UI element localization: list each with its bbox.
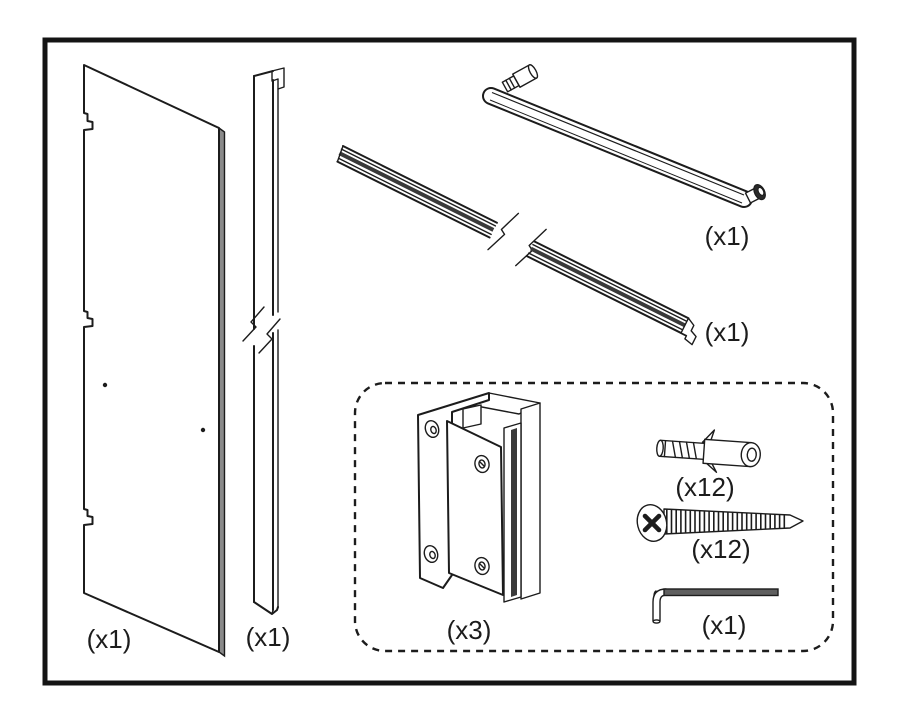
anchor-body <box>658 439 710 461</box>
glass-panel-label: (x1) <box>87 624 132 654</box>
wall-anchor-label: (x12) <box>675 472 734 502</box>
hex-key-label: (x1) <box>702 610 747 640</box>
break-mark <box>242 306 265 342</box>
towel-bar-post-right <box>744 184 766 204</box>
hinge-back-flange <box>520 402 541 600</box>
hinge-clamp-screw-top <box>474 454 490 474</box>
hardware-box <box>353 381 835 653</box>
wall-channel-label: (x1) <box>246 622 291 652</box>
towel-bar <box>482 64 766 208</box>
glass-panel <box>83 64 226 658</box>
hinge-label: (x3) <box>447 615 492 645</box>
rail-end-profile <box>680 317 697 346</box>
towel-bar-body <box>484 89 751 206</box>
towel-bar-lowlight <box>489 99 743 204</box>
screw <box>636 504 804 542</box>
rail-break <box>487 212 547 267</box>
hinge-wall-screw-bottom <box>423 544 439 564</box>
bottom-rail-label: (x1) <box>705 317 750 347</box>
phillips-icon <box>642 513 662 533</box>
bottom-rail <box>336 145 697 346</box>
channel-bottom-step <box>271 609 274 615</box>
towel-bar-highlight <box>491 91 745 196</box>
hinge <box>417 392 541 603</box>
rail-right-section <box>526 240 697 346</box>
hinge-top-tab <box>462 404 482 429</box>
rail-left-section <box>336 145 498 239</box>
hex-key-bend-line <box>653 590 657 597</box>
diagram-border <box>42 37 857 686</box>
break-mark <box>258 318 281 354</box>
hex-key <box>652 588 779 624</box>
wall-channel <box>242 67 285 615</box>
panel-hole-top <box>102 382 108 388</box>
channel-bottom-cut <box>253 601 279 615</box>
towel-bar-label: (x1) <box>705 221 750 251</box>
channel-top-edge <box>253 70 274 77</box>
hinge-clamp-screw-bottom <box>474 556 490 576</box>
hex-key-arm <box>663 588 779 597</box>
hex-key-tip <box>652 619 661 624</box>
screw-label: (x12) <box>691 534 750 564</box>
hinge-gasket <box>511 428 517 597</box>
hinge-wall-screw-top <box>424 419 440 439</box>
towel-bar-post-left <box>501 64 539 93</box>
panel-hole-bottom <box>200 427 206 433</box>
wall-anchor <box>656 429 761 473</box>
glass-panel-outline <box>83 64 220 653</box>
